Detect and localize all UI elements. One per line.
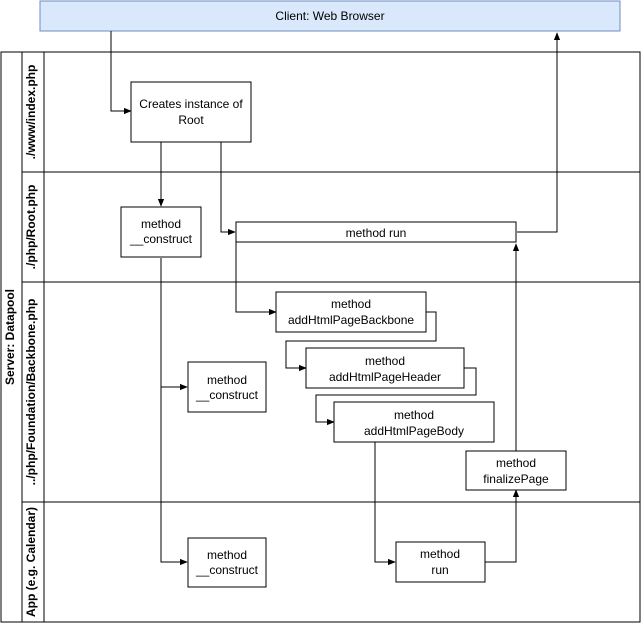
- client-box: Client: Web Browser: [39, 0, 621, 32]
- lane-index: ./www/index.php: [21, 51, 641, 173]
- svg-text:finalizePage: finalizePage: [483, 472, 549, 486]
- svg-text:method: method: [207, 373, 247, 387]
- svg-text:Creates instance of: Creates instance of: [139, 97, 243, 111]
- lane-label-app: App (e.g. Calendar): [24, 507, 38, 617]
- edge-root-construct-to-app-construct: [160, 258, 188, 566]
- svg-text:method: method: [331, 297, 371, 311]
- svg-text:Root: Root: [178, 113, 204, 127]
- client-label: Client: Web Browser: [275, 9, 384, 23]
- edge-root-construct-to-bb-construct: [160, 258, 188, 391]
- lane-app: App (e.g. Calendar): [21, 501, 641, 623]
- svg-text:addHtmlPageBody: addHtmlPageBody: [364, 424, 464, 438]
- node-app-construct: method __construct: [187, 537, 267, 588]
- svg-text:__construct: __construct: [195, 388, 259, 402]
- edge-header-to-body: [315, 367, 477, 426]
- svg-text:method: method: [207, 548, 247, 562]
- node-body: method addHtmlPageBody: [333, 401, 495, 443]
- node-bb-construct: method __construct: [187, 361, 267, 413]
- edge-client-to-root-instance: [110, 31, 132, 115]
- svg-text:__construct: __construct: [195, 563, 259, 577]
- lane-label-backbone: ../php/Foundation/Backbone.php: [24, 299, 38, 486]
- edge-run-to-backbone: [235, 242, 277, 316]
- pool: Server: Datapool: [0, 51, 641, 623]
- svg-text:method: method: [394, 408, 434, 422]
- svg-text:method: method: [141, 217, 181, 231]
- svg-text:addHtmlPageBackbone: addHtmlPageBackbone: [288, 313, 414, 327]
- edge-run-to-client: [517, 32, 561, 233]
- edge-instance-to-run: [220, 142, 236, 236]
- svg-text:method: method: [420, 547, 460, 561]
- svg-text:method run: method run: [346, 226, 407, 240]
- edge-app-run-to-finalize: [485, 489, 520, 563]
- node-header: method addHtmlPageHeader: [305, 347, 465, 389]
- lane-root: ./php/Root.php: [21, 171, 641, 283]
- edge-body-to-app-run: [374, 441, 396, 566]
- svg-text:__construct: __construct: [129, 232, 193, 246]
- lane-label-index: ./www/index.php: [24, 65, 38, 160]
- edges: [110, 31, 561, 566]
- lane-label-root: ./php/Root.php: [24, 185, 38, 270]
- svg-text:addHtmlPageHeader: addHtmlPageHeader: [329, 370, 441, 384]
- svg-text:method: method: [496, 456, 536, 470]
- node-create-root: Creates instance of Root: [130, 81, 252, 143]
- svg-text:method: method: [365, 354, 405, 368]
- node-backbone: method addHtmlPageBackbone: [275, 291, 427, 333]
- node-root-construct: method __construct: [120, 206, 202, 258]
- node-root-run: method run: [235, 221, 517, 243]
- edge-backbone-to-header: [285, 311, 437, 372]
- node-app-run: method run: [395, 541, 486, 583]
- svg-text:run: run: [431, 563, 448, 577]
- pool-label: Server: Datapool: [3, 289, 17, 385]
- node-finalize: method finalizePage: [465, 450, 567, 491]
